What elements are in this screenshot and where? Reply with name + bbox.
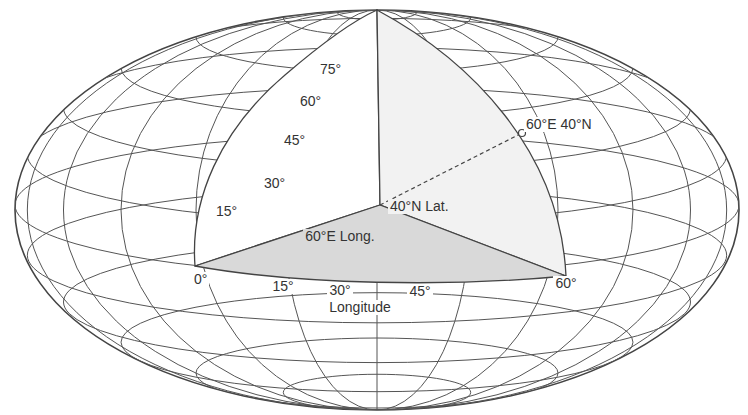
parallel-line — [27, 188, 726, 323]
meridian-line — [121, 10, 633, 410]
longitude-number: 60° — [553, 276, 578, 291]
latitude-number: 45° — [282, 133, 307, 148]
longitude-number: 0° — [192, 272, 209, 287]
latitude-number: 30° — [262, 176, 287, 191]
parallel-line — [283, 374, 470, 410]
point-label: 60°E 40°N — [524, 117, 594, 132]
longitude-number: 15° — [270, 279, 295, 294]
plane-label: 40°N Lat. — [388, 199, 451, 214]
parallel-line — [196, 338, 558, 408]
plane-label: 60°E Long. — [303, 229, 376, 244]
globe-outline — [15, 10, 739, 410]
longitude-number: 30° — [327, 283, 352, 298]
latitude-number: 60° — [298, 94, 323, 109]
latitude-ray — [380, 134, 520, 205]
parallel-line — [121, 293, 633, 392]
latitude-number: 15° — [214, 204, 239, 219]
latitude-number: 75° — [318, 62, 343, 77]
axis-title: Longitude — [327, 300, 393, 315]
graticule — [15, 0, 739, 411]
meridian-line — [27, 10, 726, 410]
longitude-number: 45° — [407, 284, 432, 299]
equatorial-plane — [195, 205, 566, 283]
meridian-line — [63, 10, 690, 410]
